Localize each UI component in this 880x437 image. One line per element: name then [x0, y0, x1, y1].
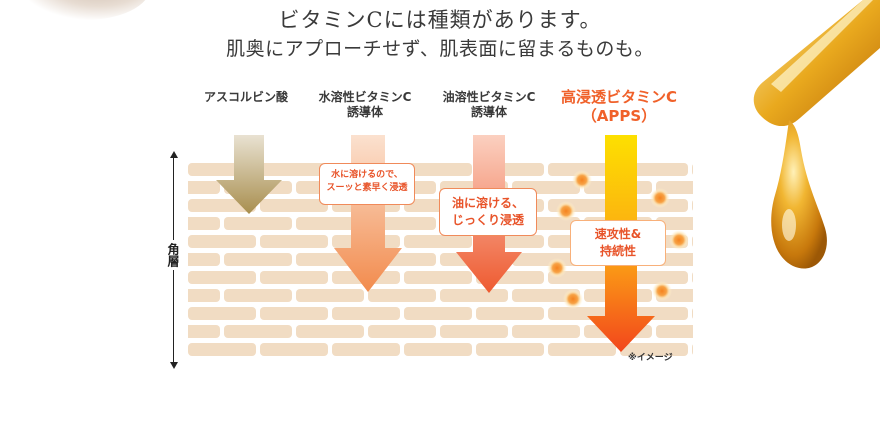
- skin-brick: [332, 343, 400, 356]
- skin-brick: [512, 289, 580, 302]
- skin-brick: [296, 217, 364, 230]
- skin-brick: [440, 325, 508, 338]
- subheadline: 肌奥にアプローチせず、肌表面に留まるものも。: [226, 38, 654, 60]
- skin-brick: [188, 253, 220, 266]
- skin-brick: [188, 271, 256, 284]
- skin-brick: [368, 325, 436, 338]
- skin-brick: [224, 217, 292, 230]
- callout-oil-soluble: 油に溶ける、 じっくり浸透: [439, 188, 537, 236]
- callout-apps: 速攻性& 持続性: [570, 220, 666, 266]
- skin-brick: [440, 289, 508, 302]
- callout-water-soluble: 水に溶けるので、 スーッと素早く浸透: [319, 163, 415, 205]
- skin-brick: [404, 271, 472, 284]
- skin-brick: [260, 343, 328, 356]
- skin-brick: [548, 163, 616, 176]
- axis-arrow-down-icon: [170, 362, 178, 369]
- skin-brick: [188, 181, 220, 194]
- skin-brick: [620, 343, 688, 356]
- skin-brick: [476, 307, 544, 320]
- sparkle-dot: [563, 289, 583, 309]
- sparkle-dot: [652, 281, 672, 301]
- arrow-ascorbic-acid: [216, 135, 282, 214]
- skin-brick: [548, 343, 616, 356]
- image-note: ※イメージ: [628, 353, 673, 363]
- headline: ビタミンCには種類があります。: [278, 8, 602, 32]
- skin-brick: [260, 163, 328, 176]
- skin-brick: [404, 163, 472, 176]
- skin-brick: [692, 307, 693, 320]
- axis-label-stratum-corneum: 角層: [166, 240, 180, 270]
- skin-brick: [692, 343, 693, 356]
- skin-brick: [188, 289, 220, 302]
- sparkle-dot: [572, 170, 592, 190]
- sparkle-dot: [650, 188, 670, 208]
- axis-arrow-up-icon: [170, 151, 178, 158]
- skin-brick: [692, 163, 693, 176]
- cream-blob-decoration: [20, 0, 150, 20]
- skin-brick: [224, 289, 292, 302]
- sparkle-dot: [556, 201, 576, 221]
- skin-brick: [296, 289, 364, 302]
- label-apps: 高浸透ビタミンC （APPS）: [560, 88, 677, 125]
- skin-brick: [656, 325, 693, 338]
- skin-brick: [260, 235, 328, 248]
- arrow-water-soluble: [334, 135, 402, 292]
- skin-brick: [188, 307, 256, 320]
- skin-brick: [188, 235, 256, 248]
- skin-brick: [188, 217, 220, 230]
- skin-brick: [476, 343, 544, 356]
- skin-brick: [260, 307, 328, 320]
- skin-brick: [188, 343, 256, 356]
- sparkle-dot: [547, 258, 567, 278]
- skin-brick: [224, 253, 292, 266]
- skin-brick: [260, 199, 328, 212]
- label-water-soluble: 水溶性ビタミンC 誘導体: [318, 90, 412, 119]
- skin-brick: [260, 271, 328, 284]
- skin-brick: [512, 325, 580, 338]
- label-oil-soluble: 油溶性ビタミンC 誘導体: [442, 90, 536, 119]
- skin-brick: [296, 325, 364, 338]
- skin-brick: [692, 199, 693, 212]
- skin-brick: [548, 271, 616, 284]
- oil-dropper-droplet-icon: [753, 0, 880, 269]
- skin-brick: [368, 289, 436, 302]
- skin-brick: [188, 325, 220, 338]
- sparkle-dots: [547, 170, 689, 309]
- skin-brick: [692, 235, 693, 248]
- skin-brick: [404, 235, 472, 248]
- skin-brick: [692, 271, 693, 284]
- sparkle-dot: [669, 230, 689, 250]
- skin-brick: [332, 307, 400, 320]
- skin-brick: [404, 343, 472, 356]
- skin-brick: [224, 325, 292, 338]
- label-ascorbic-acid: アスコルビン酸: [203, 90, 288, 104]
- skin-brick: [404, 307, 472, 320]
